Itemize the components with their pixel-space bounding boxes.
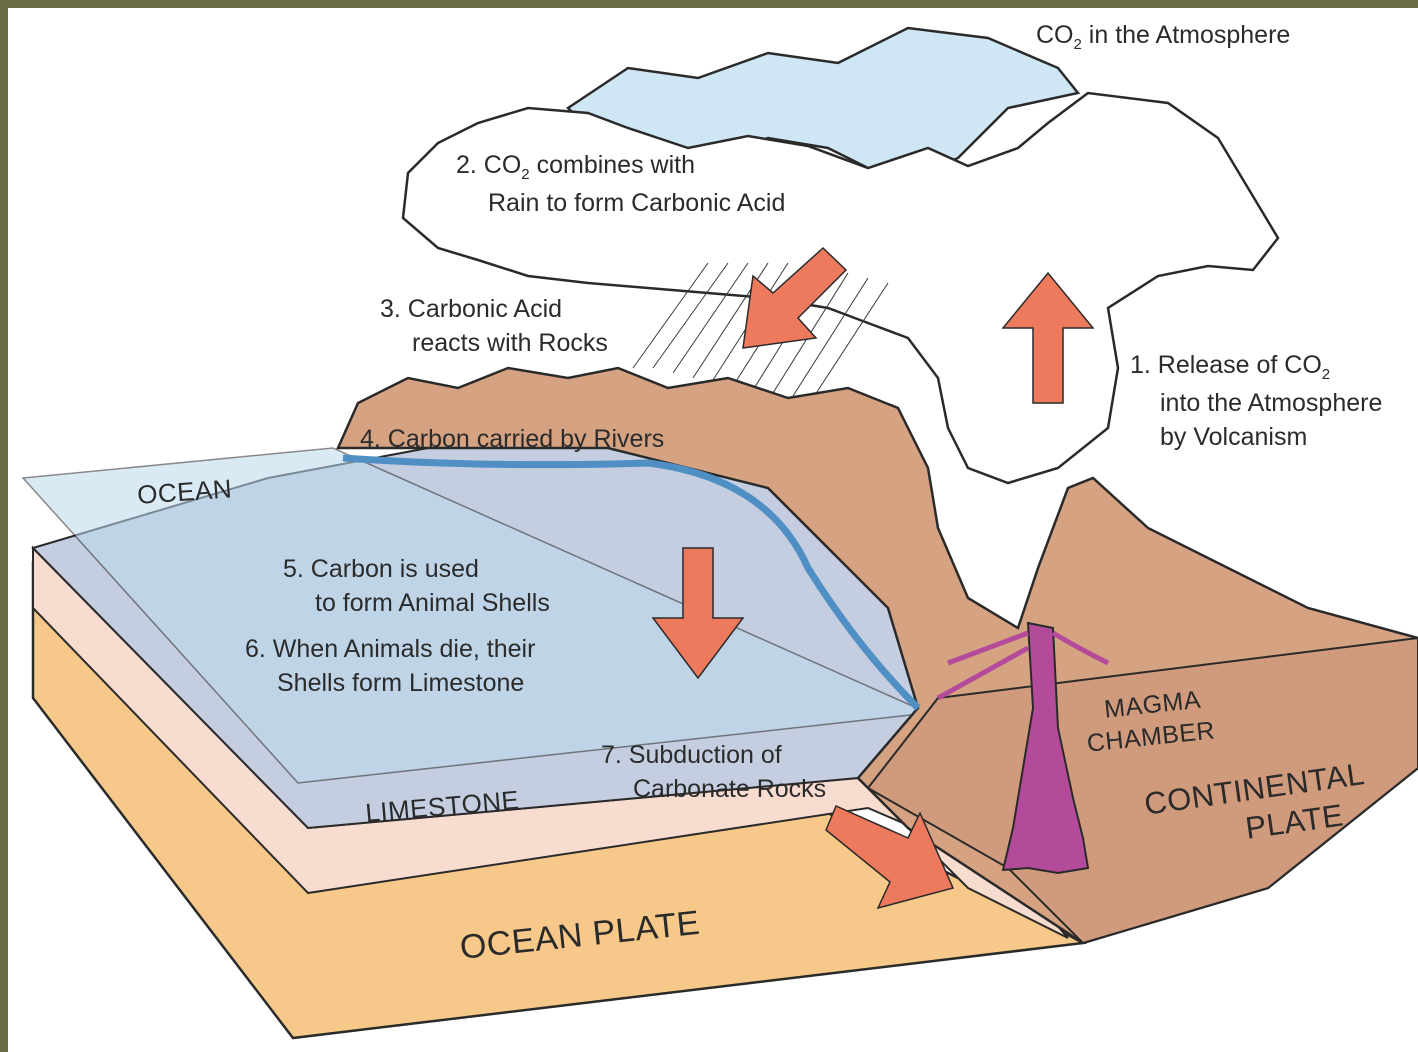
step-3-label: 3. Carbonic Acid reacts with Rocks bbox=[380, 292, 608, 360]
step-1-label: 1. Release of CO2 into the Atmosphere by… bbox=[1130, 348, 1382, 454]
step-4-label: 4. Carbon carried by Rivers bbox=[360, 422, 664, 456]
step-5-label: 5. Carbon is used to form Animal Shells bbox=[283, 552, 550, 620]
ocean-label: OCEAN bbox=[136, 471, 233, 512]
diagram-canvas: CO2 in the Atmosphere 1. Release of CO2 … bbox=[8, 8, 1418, 1052]
step-6-label: 6. When Animals die, their Shells form L… bbox=[245, 632, 535, 700]
step-7-label: 7. Subduction of Carbonate Rocks bbox=[601, 738, 826, 806]
atmosphere-label: CO2 in the Atmosphere bbox=[1036, 18, 1290, 56]
magma-chamber-label: MAGMA CHAMBER bbox=[1082, 683, 1217, 760]
step-2-label: 2. CO2 combines with Rain to form Carbon… bbox=[456, 148, 785, 220]
